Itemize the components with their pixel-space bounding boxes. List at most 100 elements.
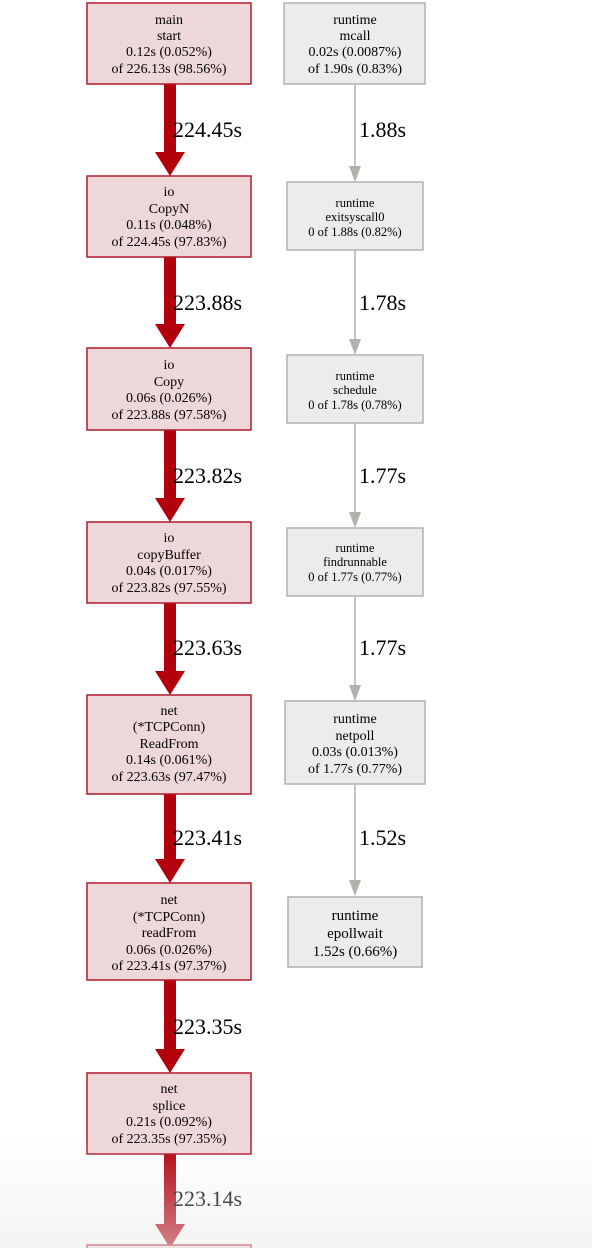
edge-arrowhead bbox=[349, 685, 361, 701]
node-main-start[interactable]: main start 0.12s (0.052%) of 226.13s (98… bbox=[86, 2, 252, 85]
node-package: io bbox=[164, 531, 175, 546]
edge-copy-to-copybuffer[interactable]: 223.82s bbox=[155, 430, 242, 522]
edge-label: 1.88s bbox=[359, 117, 406, 142]
edge-arrowhead bbox=[349, 880, 361, 896]
edge-readfrom-to-readfrom[interactable]: 223.41s bbox=[155, 794, 242, 883]
node-io-copyn[interactable]: io CopyN 0.11s (0.048%) of 224.45s (97.8… bbox=[86, 175, 252, 258]
node-function: schedule bbox=[333, 383, 377, 397]
node-flat-time: 0.02s (0.0087%) bbox=[309, 45, 402, 60]
node-package: runtime bbox=[336, 369, 375, 383]
node-flat-time: 0.11s (0.048%) bbox=[126, 218, 212, 233]
node-net-tcpconn-readfrom-lower[interactable]: net (*TCPConn) readFrom 0.06s (0.026%) o… bbox=[86, 882, 252, 981]
node-function: readFrom bbox=[142, 926, 197, 941]
edge-splice-to-next[interactable]: 223.14s bbox=[155, 1154, 242, 1248]
edge-mcall-to-exitsyscall0[interactable]: 1.88s bbox=[349, 84, 406, 182]
edge-findrunnable-to-netpoll[interactable]: 1.77s bbox=[349, 596, 406, 701]
node-cum-time: of 226.13s (98.56%) bbox=[111, 62, 226, 77]
node-flat-time: 0.06s (0.026%) bbox=[126, 391, 212, 406]
node-runtime-netpoll[interactable]: runtime netpoll 0.03s (0.013%) of 1.77s … bbox=[284, 700, 426, 785]
node-runtime-schedule[interactable]: runtime schedule 0 of 1.78s (0.78%) bbox=[286, 354, 424, 424]
node-box bbox=[286, 181, 424, 251]
node-flat-time: 0.14s (0.061%) bbox=[126, 753, 212, 768]
edge-label: 1.78s bbox=[359, 290, 406, 315]
edge-arrowhead bbox=[155, 498, 185, 522]
edge-arrowhead bbox=[155, 1049, 185, 1073]
node-package: main bbox=[155, 13, 183, 28]
node-box bbox=[86, 347, 252, 431]
node-function: netpoll bbox=[336, 729, 375, 744]
node-package: net bbox=[160, 1082, 177, 1097]
node-function: mcall bbox=[339, 29, 370, 44]
node-box bbox=[286, 527, 424, 597]
edge-readfrom-to-splice[interactable]: 223.35s bbox=[155, 980, 242, 1073]
edge-label: 1.77s bbox=[359, 463, 406, 488]
node-receiver: (*TCPConn) bbox=[133, 720, 206, 735]
edge-label: 1.77s bbox=[359, 635, 406, 660]
node-function: CopyN bbox=[149, 202, 189, 217]
node-box bbox=[86, 521, 252, 604]
node-net-tcpconn-readfrom-upper[interactable]: net (*TCPConn) ReadFrom 0.14s (0.061%) o… bbox=[86, 694, 252, 795]
node-cum-time: of 223.41s (97.37%) bbox=[111, 959, 226, 974]
node-flat-time: 0.06s (0.026%) bbox=[126, 943, 212, 958]
node-flat-time: 0.04s (0.017%) bbox=[126, 564, 212, 579]
node-box bbox=[283, 2, 426, 85]
edge-copybuffer-to-readfrom[interactable]: 223.63s bbox=[155, 603, 242, 695]
node-cum-time: of 223.35s (97.35%) bbox=[111, 1132, 226, 1147]
node-function: ReadFrom bbox=[139, 737, 198, 752]
edge-shaft bbox=[164, 84, 176, 154]
node-package: net bbox=[160, 704, 177, 719]
node-runtime-mcall[interactable]: runtime mcall 0.02s (0.0087%) of 1.90s (… bbox=[283, 2, 426, 85]
node-cum-time: of 223.82s (97.55%) bbox=[111, 581, 226, 596]
node-flat-time: 0.21s (0.092%) bbox=[126, 1115, 212, 1130]
node-box bbox=[287, 896, 423, 968]
node-box bbox=[86, 2, 252, 85]
node-box bbox=[86, 882, 252, 981]
edge-main-to-copyn[interactable]: 224.45s bbox=[155, 84, 242, 176]
node-box bbox=[86, 694, 252, 795]
edge-shaft bbox=[164, 257, 176, 326]
edge-label: 224.45s bbox=[173, 117, 242, 142]
edge-shaft bbox=[164, 980, 176, 1051]
edge-netpoll-to-epollwait[interactable]: 1.52s bbox=[349, 784, 406, 896]
node-package: runtime bbox=[336, 196, 375, 210]
edge-copyn-to-copy[interactable]: 223.88s bbox=[155, 257, 242, 348]
node-cum-time: 0 of 1.77s (0.77%) bbox=[308, 570, 401, 584]
node-box bbox=[86, 175, 252, 258]
node-flat-time: 0.12s (0.052%) bbox=[126, 45, 212, 60]
node-package: io bbox=[164, 358, 175, 373]
edge-arrowhead bbox=[349, 512, 361, 528]
node-receiver: (*TCPConn) bbox=[133, 910, 206, 925]
node-cum-time: of 223.88s (97.58%) bbox=[111, 408, 226, 423]
node-function: splice bbox=[153, 1099, 186, 1114]
edge-shaft bbox=[164, 430, 176, 500]
edge-schedule-to-findrunnable[interactable]: 1.77s bbox=[349, 423, 406, 528]
node-net-splice[interactable]: net splice 0.21s (0.092%) of 223.35s (97… bbox=[86, 1072, 252, 1155]
node-runtime-epollwait[interactable]: runtime epollwait 1.52s (0.66%) bbox=[287, 896, 423, 968]
node-cum-time: 0 of 1.88s (0.82%) bbox=[308, 225, 401, 239]
node-io-copy[interactable]: io Copy 0.06s (0.026%) of 223.88s (97.58… bbox=[86, 347, 252, 431]
node-function: start bbox=[157, 29, 181, 44]
node-function: Copy bbox=[154, 375, 184, 390]
node-box bbox=[284, 700, 426, 785]
edge-exitsyscall0-to-schedule[interactable]: 1.78s bbox=[349, 250, 406, 355]
node-cum-time: 0 of 1.78s (0.78%) bbox=[308, 398, 401, 412]
node-package: runtime bbox=[332, 908, 379, 924]
edge-arrowhead bbox=[155, 671, 185, 695]
node-flat-time: 1.52s (0.66%) bbox=[313, 944, 398, 960]
node-flat-time: 0.03s (0.013%) bbox=[312, 745, 398, 760]
node-runtime-exitsyscall0[interactable]: runtime exitsyscall0 0 of 1.88s (0.82%) bbox=[286, 181, 424, 251]
node-package: runtime bbox=[333, 712, 377, 727]
node-package: runtime bbox=[333, 13, 377, 28]
node-cum-time: of 1.77s (0.77%) bbox=[308, 762, 402, 777]
node-io-copybuffer[interactable]: io copyBuffer 0.04s (0.017%) of 223.82s … bbox=[86, 521, 252, 604]
edge-label: 223.88s bbox=[173, 290, 242, 315]
node-package: io bbox=[164, 185, 175, 200]
node-runtime-findrunnable[interactable]: runtime findrunnable 0 of 1.77s (0.77%) bbox=[286, 527, 424, 597]
node-package: runtime bbox=[336, 541, 375, 555]
edge-label: 223.14s bbox=[173, 1186, 242, 1211]
node-cum-time: of 223.63s (97.47%) bbox=[111, 770, 226, 785]
edge-arrowhead bbox=[155, 152, 185, 176]
edge-label: 223.82s bbox=[173, 463, 242, 488]
edge-shaft bbox=[164, 603, 176, 673]
